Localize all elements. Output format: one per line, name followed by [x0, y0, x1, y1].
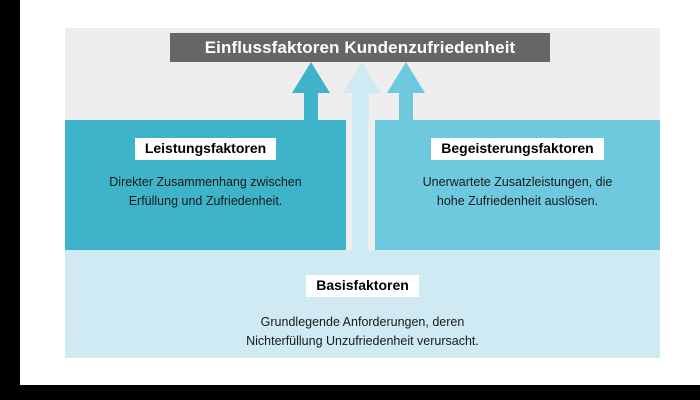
diagram-title-banner: Einflussfaktoren Kundenzufriedenheit — [170, 33, 550, 62]
frame-border-left — [0, 0, 20, 400]
arrow-head — [343, 62, 381, 93]
description-line: Erfüllung und Zufriedenheit. — [128, 193, 283, 208]
description-line: Nichterfüllung Unzufriedenheit verursach… — [246, 333, 479, 348]
description-line: Grundlegende Anforderungen, deren — [260, 315, 465, 330]
block-begeisterungsfaktoren[interactable]: Begeisterungsfaktoren Unerwartete Zusatz… — [375, 120, 660, 250]
block-basisfaktoren-description: Grundlegende Anforderungen, deren Nichte… — [65, 313, 660, 349]
block-begeisterungsfaktoren-description: Unerwartete Zusatzleistungen, die hohe Z… — [375, 173, 660, 209]
arrow-head — [387, 62, 425, 93]
description-line: hohe Zufriedenheit auslösen. — [436, 193, 599, 208]
arrow-up-basisfaktoren-icon — [343, 62, 381, 124]
block-basisfaktoren-label: Basisfaktoren — [306, 275, 419, 298]
block-leistungsfaktoren-description: Direkter Zusammenhang zwischen Erfüllung… — [65, 173, 346, 209]
arrow-up-begeisterungsfaktoren-icon — [387, 62, 425, 124]
description-line: Direkter Zusammenhang zwischen — [109, 175, 302, 190]
kano-diagram-canvas: Basisfaktoren Grundlegende Anforderungen… — [65, 28, 660, 358]
description-line: Unerwartete Zusatzleistungen, die — [422, 175, 613, 190]
frame-border-bottom — [0, 385, 700, 400]
arrow-up-leistungsfaktoren-icon — [292, 62, 330, 124]
block-leistungsfaktoren-label: Leistungsfaktoren — [134, 138, 277, 161]
arrow-shaft — [355, 93, 369, 124]
basisfaktoren-connector-column — [352, 90, 368, 250]
block-leistungsfaktoren[interactable]: Leistungsfaktoren Direkter Zusammenhang … — [65, 120, 346, 250]
block-begeisterungsfaktoren-label: Begeisterungsfaktoren — [431, 138, 604, 161]
block-basisfaktoren[interactable]: Basisfaktoren Grundlegende Anforderungen… — [65, 250, 660, 358]
arrow-head — [292, 62, 330, 93]
arrow-shaft — [399, 93, 413, 124]
arrow-shaft — [304, 93, 318, 124]
page-title: Einflussfaktoren Kundenzufriedenheit — [204, 37, 516, 57]
